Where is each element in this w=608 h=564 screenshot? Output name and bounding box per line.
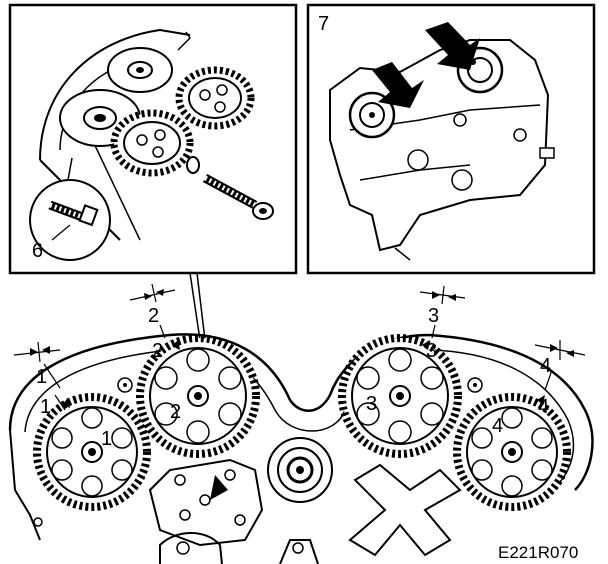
- left-inset-gear-b: [175, 66, 255, 130]
- arrow-right-seat: [425, 22, 480, 70]
- camshaft-gear-3: [338, 334, 462, 458]
- mark-label-4-inner: 4: [538, 396, 549, 418]
- left-inset: 6: [8, 3, 298, 275]
- camshaft-gear-4: [453, 393, 571, 511]
- timing-mark-4: [534, 340, 586, 391]
- timing-mark-3: [419, 285, 466, 339]
- mark-label-3-outer: 3: [428, 305, 439, 327]
- timing-mark-1: [13, 341, 66, 411]
- lower-block: [148, 458, 462, 564]
- mark-label-1-outer: 1: [36, 366, 47, 388]
- figure-code: E221R070: [498, 543, 578, 562]
- right-inset: 7: [306, 3, 596, 275]
- mark-label-1-inner: 1: [40, 396, 51, 418]
- bolt-detail-callout: [29, 157, 111, 261]
- step-number: 7: [318, 13, 329, 35]
- camshaft-gear-1: [33, 393, 151, 511]
- mark-label-3-inner: 3: [426, 340, 437, 362]
- mark-label-4-outer: 4: [540, 355, 551, 377]
- camshaft-seat-left: [348, 91, 396, 139]
- gear-label-3: 3: [366, 393, 377, 415]
- timing-mark-2: [129, 283, 176, 339]
- bolt-label: 6: [32, 240, 43, 262]
- gear-label-1: 1: [101, 428, 112, 450]
- long-bolt: [202, 174, 274, 220]
- gear-label-4: 4: [492, 415, 503, 437]
- camshaft-gear-2: [136, 334, 260, 458]
- left-inset-pulley: [59, 47, 173, 147]
- camshaft-seat-right: [456, 46, 504, 94]
- arrow-left-seat: [372, 62, 424, 108]
- left-inset-gear-a: [110, 109, 194, 177]
- mark-label-2-outer: 2: [148, 305, 159, 327]
- tensioner-pulley: [267, 437, 333, 503]
- gear-label-2: 2: [170, 401, 181, 423]
- mark-label-2-inner: 2: [152, 340, 163, 362]
